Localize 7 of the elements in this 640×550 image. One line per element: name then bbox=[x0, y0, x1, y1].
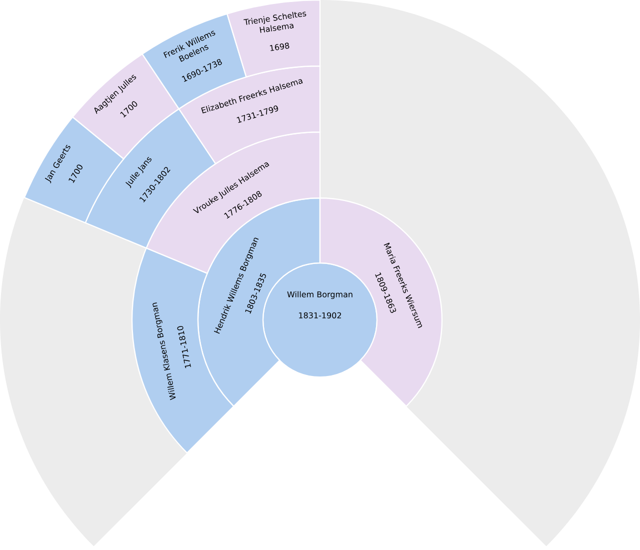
person-name: Willem Borgman bbox=[287, 291, 352, 299]
life-dates: 1831-1902 bbox=[299, 312, 341, 318]
person-name: Trienje Scheltes Halsema bbox=[244, 12, 306, 33]
ancestor-cell bbox=[24, 116, 124, 224]
life-dates: 1698 bbox=[270, 42, 290, 52]
ancestor-cell bbox=[226, 0, 321, 78]
person-name: Willem Klasens Borgman bbox=[152, 302, 176, 400]
